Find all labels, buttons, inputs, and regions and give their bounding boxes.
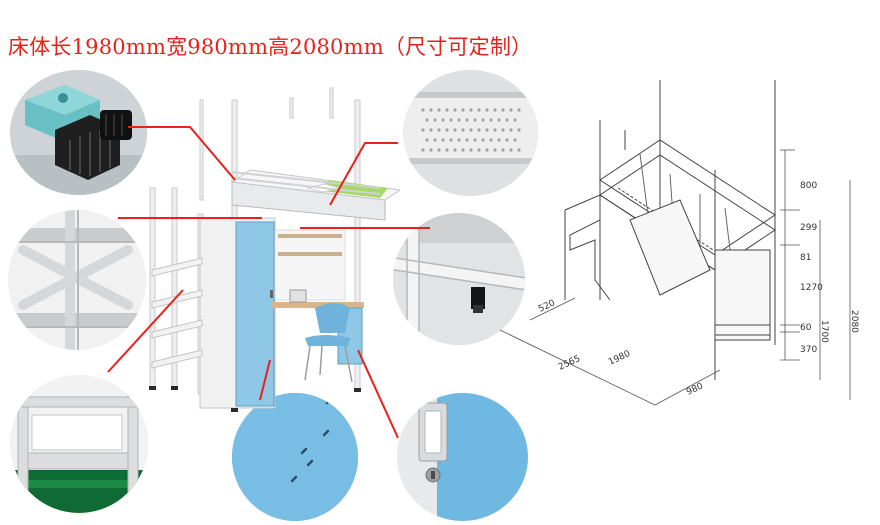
callout-line-lock bbox=[357, 349, 399, 439]
dim-base-0: 520 bbox=[537, 298, 557, 314]
dim-total-0: 1700 bbox=[819, 320, 829, 343]
welded-joint-icon bbox=[8, 210, 146, 350]
dim-height-2: 81 bbox=[800, 253, 811, 263]
wardrobe bbox=[199, 217, 276, 409]
wardrobe-vents-photo bbox=[232, 393, 358, 521]
foot-caps bbox=[149, 386, 361, 412]
cabinet-lock-photo bbox=[397, 393, 528, 521]
perforated-panel-icon bbox=[403, 70, 538, 196]
ladder-welding-photo bbox=[8, 210, 146, 350]
dim-height-4: 60 bbox=[800, 323, 812, 333]
dim-total-1: 2080 bbox=[849, 310, 859, 333]
desk-chair bbox=[304, 303, 353, 383]
bed-platform bbox=[230, 169, 400, 221]
foot-cap-photo bbox=[10, 70, 147, 195]
loft-bed-render bbox=[149, 87, 400, 412]
lock-icon bbox=[397, 393, 528, 521]
drawing-frame bbox=[564, 80, 776, 380]
callout-line-foot-cap bbox=[128, 126, 236, 181]
dim-base-1: 2565 bbox=[557, 354, 582, 373]
shelf-icon bbox=[10, 375, 148, 513]
product-title: 床体长1980mm宽980mm高2080mm（尺寸可定制） bbox=[8, 35, 533, 59]
bed-board-photo bbox=[403, 70, 538, 196]
shoe-shelf-photo bbox=[10, 375, 148, 513]
callout-line-bed-board bbox=[329, 142, 398, 206]
dim-height-3: 1270 bbox=[800, 283, 823, 293]
black-foot-cap-icon bbox=[10, 70, 147, 195]
callout-line-shoe-shelf bbox=[107, 289, 184, 373]
dim-height-5: 370 bbox=[800, 345, 817, 355]
desk-area bbox=[272, 229, 364, 365]
dimension-drawing: 800 299 81 1270 60 370 1700 2080 520 256… bbox=[500, 80, 859, 406]
vent-slots-icon bbox=[232, 393, 358, 521]
dim-base-3: 980 bbox=[685, 381, 705, 397]
dim-base-2: 1980 bbox=[607, 349, 632, 368]
dim-height-0: 800 bbox=[800, 181, 817, 191]
ladder bbox=[151, 257, 203, 369]
dimension-lines bbox=[500, 149, 851, 406]
callout-line-vents bbox=[259, 359, 271, 401]
dim-height-1: 299 bbox=[800, 223, 817, 233]
